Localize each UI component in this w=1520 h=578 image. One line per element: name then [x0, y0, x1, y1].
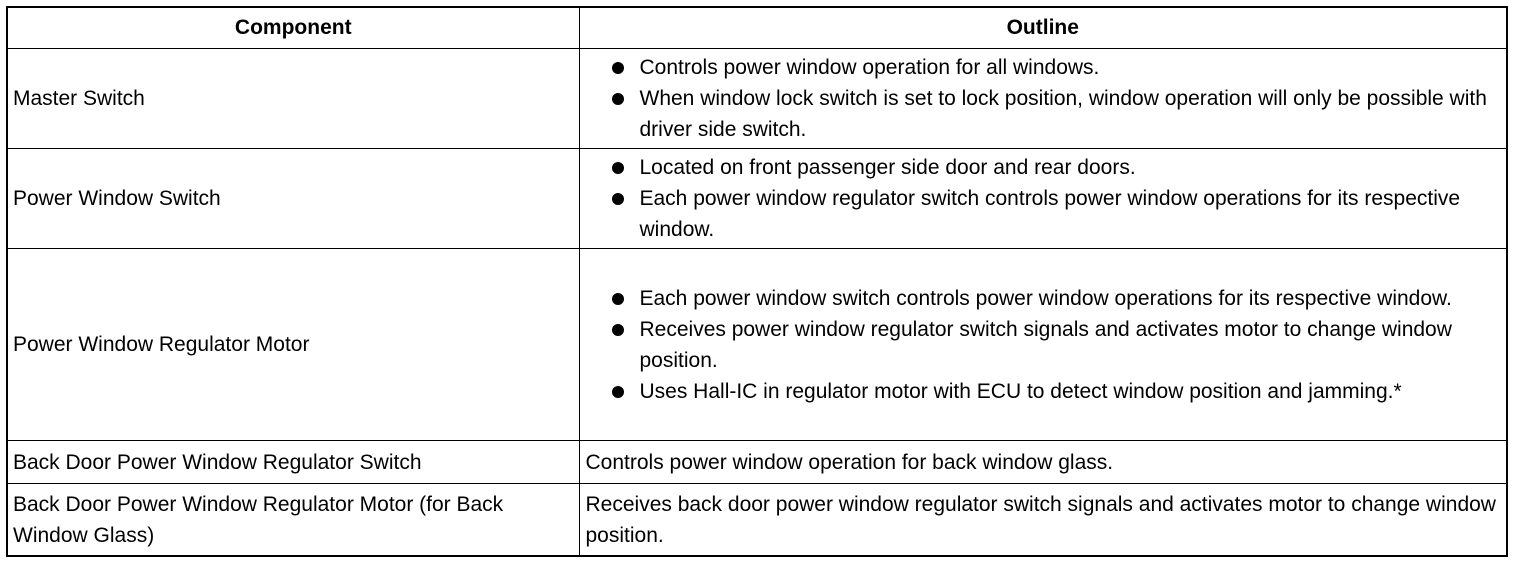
- table-row: Back Door Power Window Regulator Motor (…: [6, 483, 1508, 557]
- column-header-outline: Outline: [578, 6, 1508, 49]
- bullet-list: Each power window switch controls power …: [586, 283, 1501, 407]
- bullet-text: Each power window switch controls power …: [639, 286, 1452, 310]
- bullet-text: Uses Hall-IC in regulator motor with ECU…: [639, 379, 1402, 403]
- bullet-icon: [611, 193, 624, 205]
- table-row: Back Door Power Window Regulator Switch …: [6, 440, 1508, 484]
- header-row: Component Outline: [6, 6, 1508, 49]
- outline-cell: Each power window switch controls power …: [578, 248, 1508, 441]
- bullet-item: Controls power window operation for all …: [608, 52, 1501, 83]
- component-cell: Back Door Power Window Regulator Switch: [6, 440, 580, 484]
- outline-cell: Controls power window operation for back…: [578, 440, 1508, 484]
- bullet-icon: [611, 292, 624, 305]
- bullet-icon: [611, 385, 624, 398]
- component-outline-table: Component Outline Master Switch Controls…: [6, 6, 1508, 557]
- bullet-list: Located on front passenger side door and…: [586, 152, 1501, 245]
- bullet-item: When window lock switch is set to lock p…: [608, 83, 1501, 145]
- outline-cell: Controls power window operation for all …: [578, 48, 1508, 149]
- column-header-component: Component: [6, 6, 580, 49]
- bullet-text: Receives power window regulator switch s…: [639, 317, 1452, 372]
- bullet-list: Controls power window operation for all …: [586, 52, 1501, 145]
- bullet-item: Each power window switch controls power …: [608, 283, 1501, 314]
- bullet-item: Receives power window regulator switch s…: [608, 314, 1501, 376]
- component-cell: Power Window Regulator Motor: [6, 248, 580, 441]
- table-row: Power Window Switch Located on front pas…: [6, 148, 1508, 249]
- bullet-icon: [611, 323, 624, 336]
- bullet-icon: [611, 62, 624, 74]
- bullet-text: Each power window regulator switch contr…: [639, 187, 1461, 241]
- bullet-item: Each power window regulator switch contr…: [608, 183, 1501, 245]
- bullet-item: Located on front passenger side door and…: [608, 152, 1501, 183]
- bullet-text: Located on front passenger side door and…: [639, 156, 1136, 179]
- table-row: Power Window Regulator Motor Each power …: [6, 248, 1508, 441]
- outline-cell: Receives back door power window regulato…: [578, 483, 1508, 557]
- bullet-text: When window lock switch is set to lock p…: [639, 87, 1487, 141]
- bullet-icon: [611, 93, 624, 105]
- component-cell: Power Window Switch: [6, 148, 580, 249]
- component-cell: Master Switch: [6, 48, 580, 149]
- component-cell: Back Door Power Window Regulator Motor (…: [6, 483, 580, 557]
- table-row: Master Switch Controls power window oper…: [6, 48, 1508, 149]
- bullet-icon: [611, 162, 624, 174]
- bullet-text: Controls power window operation for all …: [639, 56, 1100, 79]
- bullet-item: Uses Hall-IC in regulator motor with ECU…: [608, 376, 1501, 407]
- outline-cell: Located on front passenger side door and…: [578, 148, 1508, 249]
